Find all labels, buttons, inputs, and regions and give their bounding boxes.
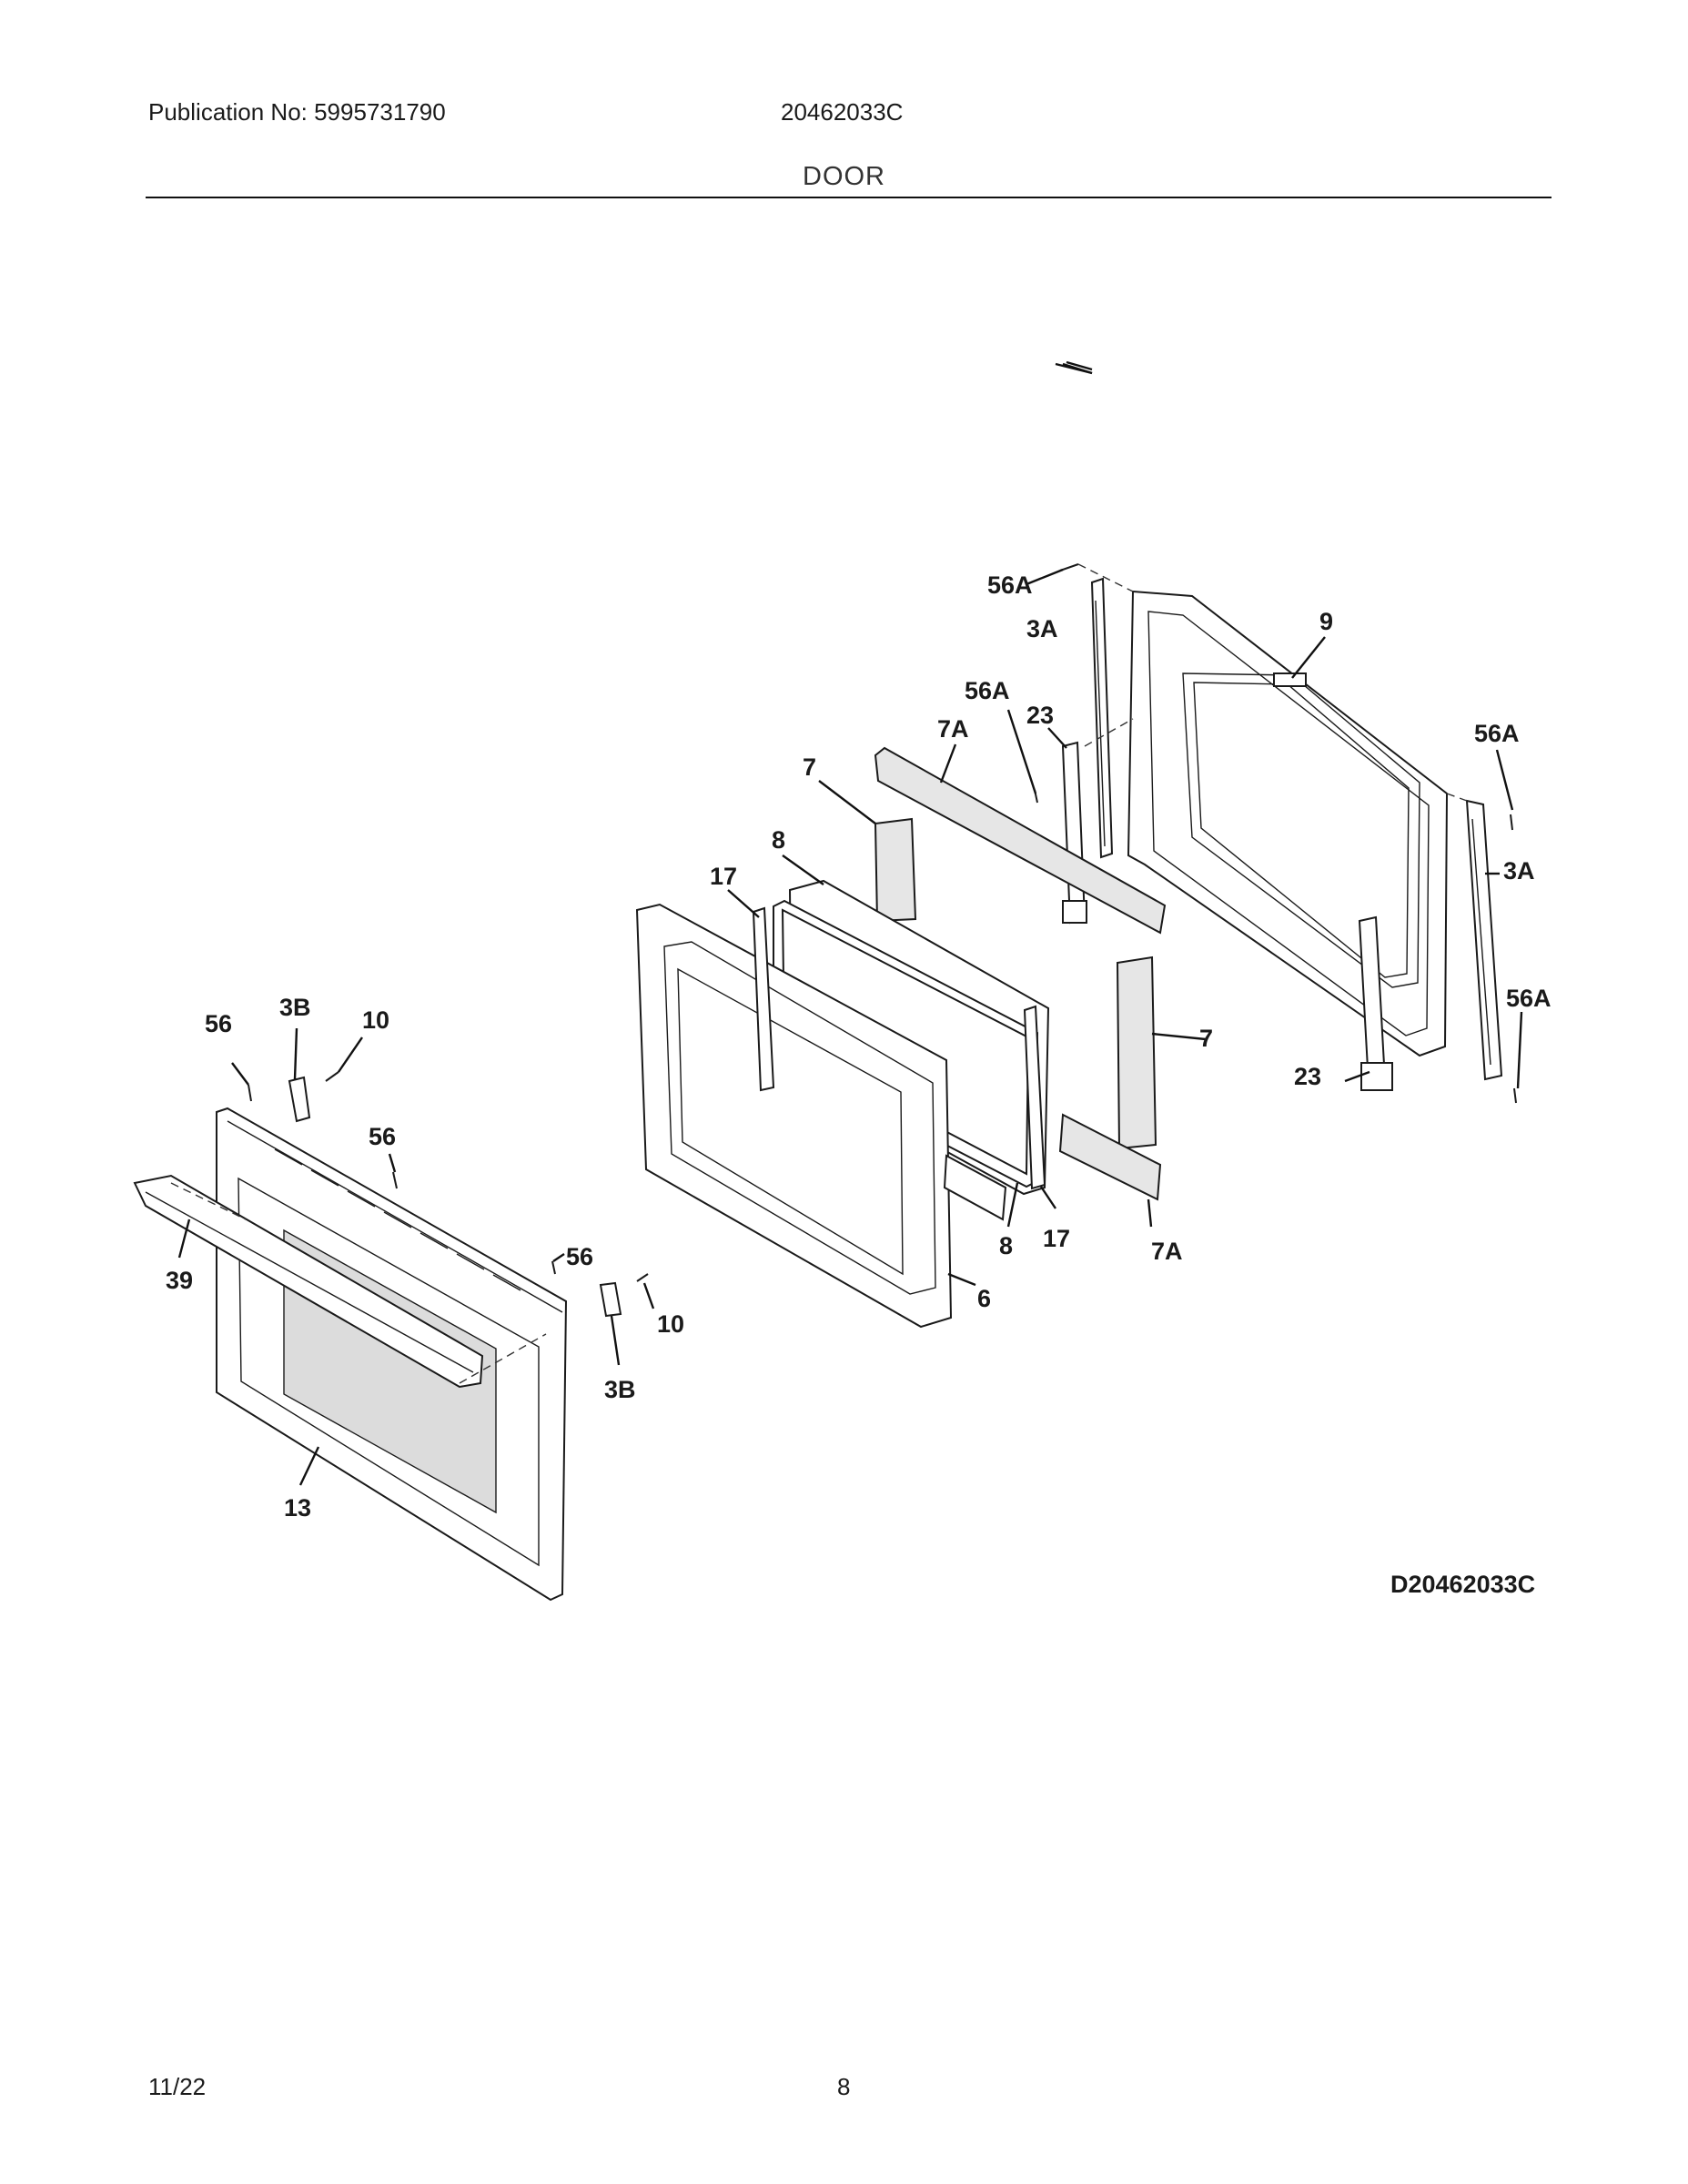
callout-3B-top: 3B xyxy=(279,994,311,1021)
callout-23-bottom: 23 xyxy=(1294,1063,1321,1090)
callout-23-top: 23 xyxy=(1026,702,1054,729)
header-rule xyxy=(146,197,1552,198)
callout-9: 9 xyxy=(1319,608,1333,635)
callout-56A-right-bottom: 56A xyxy=(1506,985,1552,1012)
callout-3A-top: 3A xyxy=(1026,615,1058,642)
inner-door-liner xyxy=(1127,590,1449,1057)
insulation-top-7A xyxy=(874,746,1167,935)
callout-56A-mid: 56A xyxy=(965,677,1010,704)
callout-56A-top: 56A xyxy=(987,571,1033,599)
callout-7A-bottom: 7A xyxy=(1151,1238,1183,1265)
callout-8-top: 8 xyxy=(772,826,785,854)
callout-56-mid: 56 xyxy=(369,1123,396,1150)
model-number: 20462033C xyxy=(781,98,904,126)
callout-6: 6 xyxy=(977,1285,991,1312)
callout-10-bottom: 10 xyxy=(657,1310,684,1338)
hinge-right xyxy=(1358,915,1393,1091)
callout-39: 39 xyxy=(166,1267,193,1294)
callout-13: 13 xyxy=(284,1494,311,1522)
callout-17-top: 17 xyxy=(710,863,737,890)
page-number: 8 xyxy=(837,2073,851,2100)
callout-17-bottom: 17 xyxy=(1043,1225,1070,1252)
insulation-right-7 xyxy=(1116,956,1157,1150)
footer-date: 11/22 xyxy=(148,2073,207,2100)
vent-slots xyxy=(274,1148,521,1291)
screws xyxy=(248,563,1517,1282)
callout-3A-right: 3A xyxy=(1503,857,1535,885)
door-handle xyxy=(133,1174,484,1389)
callout-labels: 56A 3A 9 56A 23 7A 56A 7 3A 8 17 56A 7 2… xyxy=(166,571,1552,1522)
publication-number: Publication No: 5995731790 xyxy=(148,98,446,126)
hinge-channel-right xyxy=(1465,799,1503,1081)
hinge-left xyxy=(1061,741,1087,925)
bracket-3B-right xyxy=(599,1281,622,1318)
callout-7-right: 7 xyxy=(1199,1025,1213,1052)
callout-56-right: 56 xyxy=(566,1243,593,1270)
callout-10-top: 10 xyxy=(362,1006,389,1034)
callout-7-top: 7 xyxy=(803,753,816,781)
callout-7A-top: 7A xyxy=(937,715,969,743)
callout-8-bottom: 8 xyxy=(999,1232,1013,1259)
inner-door-frame xyxy=(635,903,953,1329)
diagram-id: D20462033C xyxy=(1390,1571,1536,1598)
door-strip-17 xyxy=(943,1005,1046,1221)
outer-door-panel xyxy=(216,1107,568,1602)
callout-56A-right-top: 56A xyxy=(1474,720,1520,747)
callout-56-left: 56 xyxy=(205,1010,232,1037)
insulation-bottom-7A xyxy=(1058,1113,1162,1201)
leader-lines xyxy=(177,360,1523,1486)
bracket-3B-left xyxy=(288,1076,311,1123)
section-title: DOOR xyxy=(803,162,885,191)
callout-3B-bottom: 3B xyxy=(604,1376,636,1403)
assembly-guides xyxy=(170,563,1468,1384)
hinge-channel-left xyxy=(1090,577,1114,859)
insulation-left-7 xyxy=(874,817,917,923)
